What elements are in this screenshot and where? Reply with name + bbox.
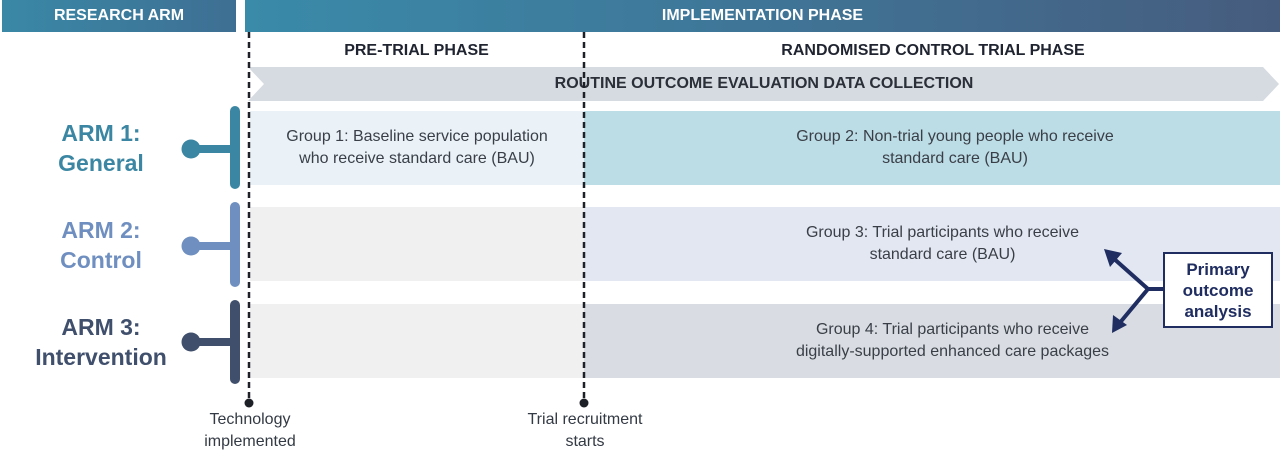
- technology-milestone-dot: [244, 398, 254, 408]
- arm-1-label: ARM 1:General: [58, 120, 144, 176]
- arrow-down-head-icon: [1112, 315, 1127, 333]
- arm1-rct-row: [584, 111, 1280, 185]
- research-arm-header: RESEARCH ARM: [2, 0, 236, 32]
- implementation-phase-header: IMPLEMENTATION PHASE: [245, 0, 1280, 32]
- arm-3-label: ARM 3:Intervention: [35, 314, 167, 370]
- routine-collection-label: ROUTINE OUTCOME EVALUATION DATA COLLECTI…: [554, 75, 974, 92]
- group-2-text: Group 2: Non-trial young people who rece…: [796, 128, 1114, 167]
- primary-outcome-box: Primary outcome analysis: [1163, 252, 1273, 328]
- arm3-pre-trial-row: [250, 304, 584, 378]
- routine-collection-band: [248, 67, 1279, 101]
- milestone-lines: [244, 32, 589, 408]
- arm-connector-icons: [181, 106, 240, 384]
- arm-1-connector-icon: [181, 106, 240, 189]
- arm-3-connector-icon: [181, 300, 240, 384]
- arm-2-label: ARM 2:Control: [60, 217, 142, 273]
- rct-phase-label: RANDOMISED CONTROL TRIAL PHASE: [781, 42, 1085, 59]
- arm2-pre-trial-row: [250, 207, 584, 281]
- primary-outcome-arrows: [1104, 249, 1164, 333]
- arm-2-connector-icon: [181, 202, 240, 287]
- pre-trial-phase-label: PRE-TRIAL PHASE: [344, 42, 489, 59]
- arm1-pre-trial-row: [250, 111, 584, 185]
- recruitment-milestone-dot: [579, 398, 589, 408]
- arrow-up-head-icon: [1104, 249, 1122, 267]
